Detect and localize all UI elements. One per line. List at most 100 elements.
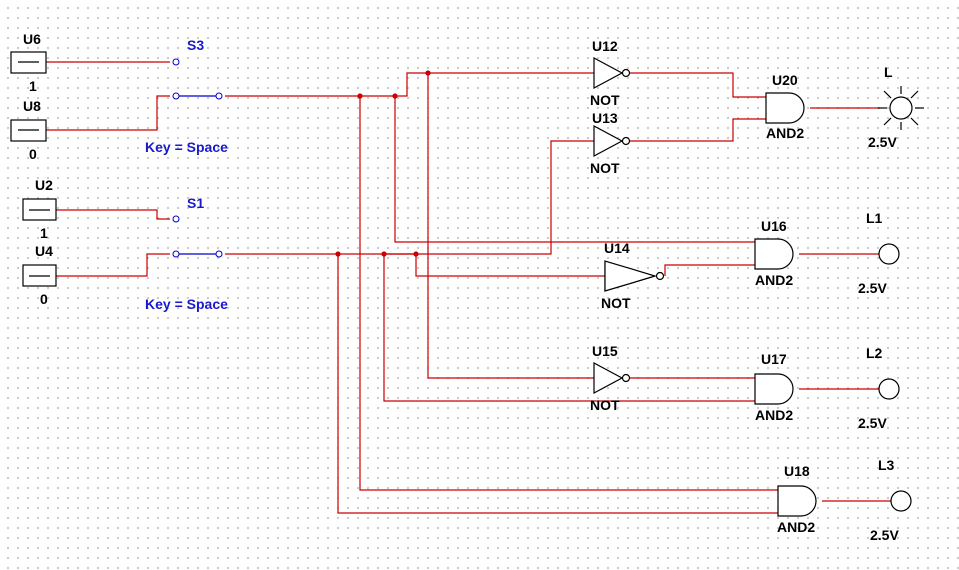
gate-type-label: AND2	[766, 125, 804, 141]
gate-type-label: AND2	[755, 272, 793, 288]
gate-u20[interactable]: U20 AND2	[765, 72, 805, 141]
source-value-label: 0	[29, 146, 37, 162]
gate-ref-label: U14	[604, 240, 630, 256]
lamp-bulb[interactable]	[878, 378, 900, 400]
gate-u17[interactable]: U17 AND2	[754, 351, 794, 423]
lamp-bulb[interactable]	[890, 490, 912, 512]
wire-b-to-u18-b[interactable]	[337, 254, 778, 514]
lamp-l2[interactable]: L2 2.5V	[858, 345, 900, 431]
lamp-voltage-label: 2.5V	[868, 134, 897, 150]
wire-a-to-u15[interactable]	[427, 73, 594, 379]
switch-contact	[172, 58, 180, 66]
not-bubble	[655, 271, 665, 281]
not-gate-body[interactable]	[593, 124, 624, 158]
wire-a-to-u18-a[interactable]	[359, 96, 778, 491]
switch-ref-label: S1	[187, 195, 204, 211]
switch-contact	[172, 215, 180, 223]
lamp-ref-label: L3	[878, 457, 895, 473]
wire-b-to-u14[interactable]	[415, 254, 605, 277]
junction-dot	[425, 70, 431, 76]
source-ref-label: U4	[35, 243, 53, 259]
gate-ref-label: U15	[592, 343, 618, 359]
switch-contact	[172, 92, 180, 100]
gate-type-label: NOT	[590, 160, 620, 176]
lamp-ref-label: L1	[866, 210, 883, 226]
lamp-rays-icon	[878, 86, 924, 130]
wires	[46, 61, 891, 514]
gate-u13[interactable]: U13 NOT	[590, 110, 631, 176]
switch-contact	[215, 250, 223, 258]
and-gate-body[interactable]	[754, 373, 794, 405]
switch-key-label: Key = Space	[145, 296, 228, 312]
wire-b-to-u13[interactable]	[384, 140, 594, 255]
source-value-label: 1	[40, 225, 48, 241]
wire-u13-u20[interactable]	[630, 118, 766, 142]
gate-u16[interactable]: U16 AND2	[754, 218, 794, 288]
source-ref-label: U6	[23, 31, 41, 47]
switch-s1[interactable]: S1 Key = Space	[145, 195, 228, 312]
wire-a-to-u16-a[interactable]	[394, 96, 755, 243]
lamp-voltage-label: 2.5V	[858, 415, 887, 431]
gate-ref-label: U12	[592, 38, 618, 54]
junction-dot	[392, 93, 398, 99]
wire-a-to-u12[interactable]	[395, 72, 594, 97]
wire-u12-u20[interactable]	[630, 72, 766, 98]
junction-dot	[413, 251, 419, 257]
gate-u18[interactable]: U18 AND2	[777, 463, 817, 535]
junction-dot	[335, 251, 341, 257]
source-value-label: 1	[29, 78, 37, 94]
junction-dot	[357, 93, 363, 99]
lamp-voltage-label: 2.5V	[858, 280, 887, 296]
lamp-voltage-label: 2.5V	[870, 527, 899, 543]
and-gate-body[interactable]	[754, 238, 794, 270]
gate-ref-label: U17	[761, 351, 787, 367]
switch-ref-label: S3	[187, 37, 204, 53]
junctions	[335, 70, 431, 257]
wire-u2-s1[interactable]	[56, 209, 170, 220]
gate-u12[interactable]: U12 NOT	[590, 38, 631, 108]
lamp-bulb[interactable]	[878, 243, 900, 265]
gate-type-label: AND2	[777, 519, 815, 535]
and-gate-body[interactable]	[765, 92, 805, 124]
not-bubble	[621, 373, 631, 383]
gate-ref-label: U16	[761, 218, 787, 234]
lamp-ref-label: L2	[866, 345, 883, 361]
gate-type-label: AND2	[755, 407, 793, 423]
lamp-l1[interactable]: L1 2.5V	[858, 210, 900, 296]
not-gate-body[interactable]	[604, 260, 658, 292]
not-gate-body[interactable]	[593, 56, 624, 90]
source-u8[interactable]: U8 0	[10, 98, 47, 162]
wire-b-to-u17-b[interactable]	[383, 254, 755, 402]
source-u2[interactable]: U2 1	[22, 177, 57, 241]
junction-dot	[381, 251, 387, 257]
wire-u4-s1[interactable]	[56, 253, 170, 277]
gate-ref-label: U18	[784, 463, 810, 479]
lamp-bulb-lit[interactable]	[889, 96, 913, 120]
source-u6[interactable]: U6 1	[10, 31, 47, 94]
lamp-l[interactable]: L 2.5V	[868, 64, 924, 150]
switch-contact	[215, 92, 223, 100]
and-gate-body[interactable]	[777, 485, 817, 517]
wire-u8-s3[interactable]	[46, 95, 170, 131]
source-ref-label: U2	[35, 177, 53, 193]
source-u4[interactable]: U4 0	[22, 243, 57, 307]
lamp-ref-label: L	[884, 64, 893, 80]
switch-key-label: Key = Space	[145, 139, 228, 155]
switch-s3[interactable]: S3 Key = Space	[145, 37, 228, 155]
gate-u14[interactable]: U14 NOT	[601, 240, 665, 311]
gate-type-label: NOT	[601, 295, 631, 311]
gate-u15[interactable]: U15 NOT	[590, 343, 631, 413]
gate-type-label: NOT	[590, 397, 620, 413]
source-value-label: 0	[40, 291, 48, 307]
lamp-l3[interactable]: L3 2.5V	[870, 457, 912, 543]
gate-ref-label: U13	[592, 110, 618, 126]
gate-ref-label: U20	[772, 72, 798, 88]
not-bubble	[621, 136, 631, 146]
not-bubble	[621, 68, 631, 78]
switch-contact	[172, 250, 180, 258]
not-gate-body[interactable]	[593, 361, 624, 395]
gate-type-label: NOT	[590, 92, 620, 108]
source-ref-label: U8	[23, 98, 41, 114]
wire-u14-u16[interactable]	[664, 264, 755, 276]
